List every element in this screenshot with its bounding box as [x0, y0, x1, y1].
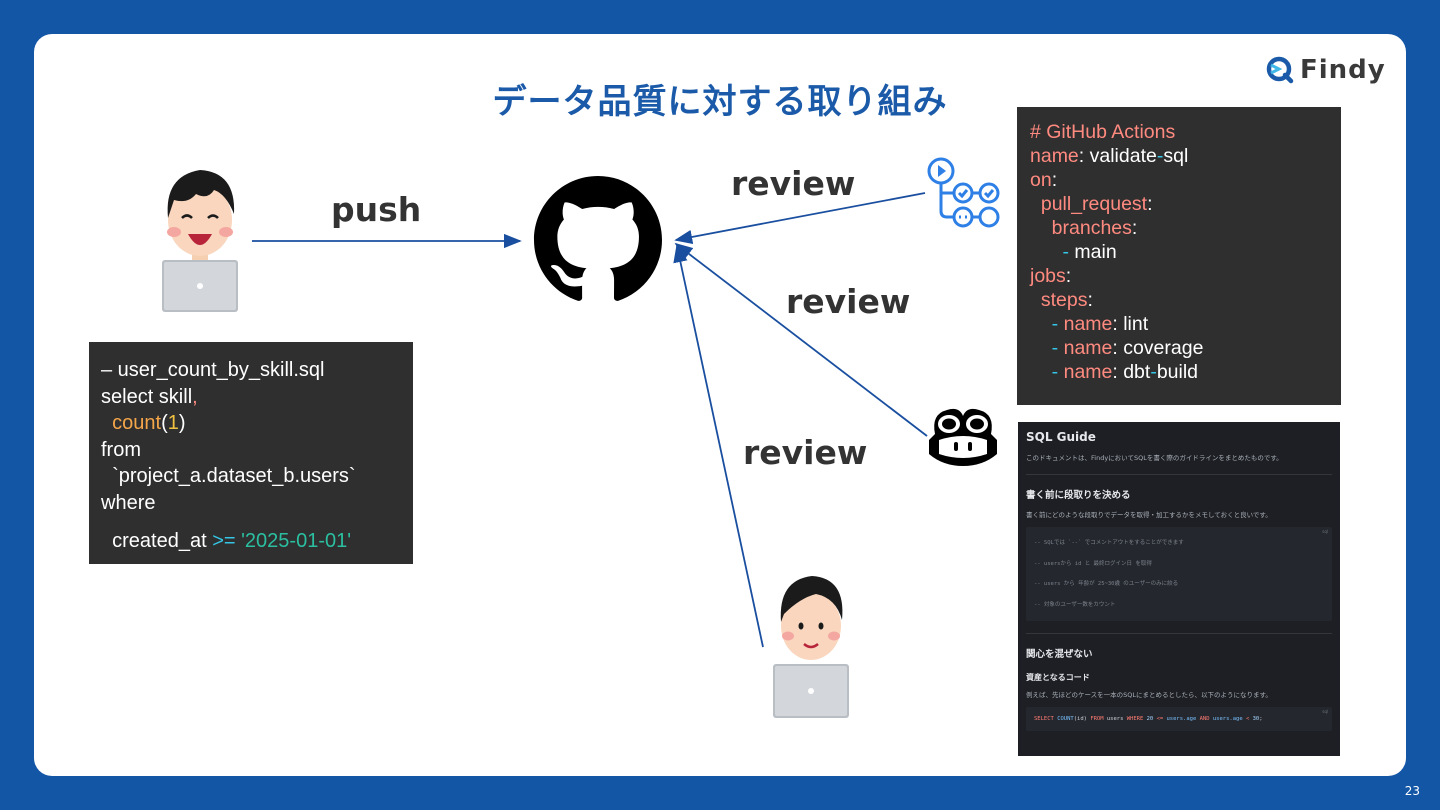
sql-line-comment: – user_count_by_skill.sql: [101, 359, 325, 381]
sql-line-from: from: [101, 438, 141, 461]
push-label: push: [331, 190, 422, 229]
yml-line-coverage: - name: coverage: [1051, 337, 1204, 359]
guide-divider: [1026, 633, 1332, 634]
guide-intro: このドキュメントは、FindyにおいてSQLを書く際のガイドラインをまとめたもの…: [1026, 454, 1283, 462]
github-actions-icon: [927, 157, 1000, 228]
review-label-human: review: [743, 433, 868, 472]
guide-code-block-1: sql -- SQLでは `--` でコメントアウトをすることができます -- …: [1026, 527, 1332, 621]
page-number: 23: [1404, 784, 1420, 798]
code-lang-tag: sql: [1322, 529, 1328, 534]
sql-guide-document: SQL Guide このドキュメントは、FindyにおいてSQLを書く際のガイド…: [1018, 422, 1340, 756]
yml-line-main: - main: [1062, 241, 1117, 263]
findy-logo-icon: [1266, 56, 1294, 84]
yml-line-name: name: validate-sql: [1030, 145, 1189, 167]
yml-line-dbt-build: - name: dbt-build: [1051, 361, 1199, 383]
guide-section1-text: 書く前にどのような段取りでデータを取得・加工するかをメモしておくと良いです。: [1026, 511, 1272, 519]
sql-line-select: select skill,: [101, 385, 198, 408]
sql-line-condition: created_at >= '2025-01-01': [101, 530, 352, 552]
review-label-copilot: review: [786, 282, 911, 321]
guide-section1-title: 書く前に段取りを決める: [1026, 490, 1131, 501]
sql-line-where: where: [101, 491, 156, 514]
guide-code-block-2: sql SELECT COUNT(id) FROM users WHERE 20…: [1026, 707, 1332, 731]
logo-text: Findy: [1300, 55, 1386, 85]
developer-icon: [162, 170, 238, 312]
findy-logo: Findy: [1266, 54, 1386, 86]
copilot-icon: [929, 408, 997, 466]
yml-comment: # GitHub Actions: [1030, 121, 1176, 143]
yml-line-lint: - name: lint: [1051, 313, 1149, 335]
yml-line-jobs: jobs:: [1030, 265, 1072, 287]
code1-line: -- usersから id と 最終ログイン日 を取得: [1034, 560, 1152, 567]
yml-line-on: on:: [1030, 169, 1058, 191]
slide-title: データ品質に対する取り組み: [492, 82, 948, 122]
code1-line: -- 対象のユーザー数をカウント: [1034, 601, 1116, 608]
code1-line: -- SQLでは `--` でコメントアウトをすることができます: [1034, 540, 1184, 546]
review-arrow-copilot: [674, 242, 928, 437]
guide-title: SQL Guide: [1026, 430, 1096, 444]
guide-section3-title: 資産となるコード: [1026, 673, 1090, 682]
sql-line-count: count(1): [112, 412, 186, 434]
reviewer-icon: [773, 576, 849, 718]
yml-line-branches: branches:: [1051, 217, 1138, 239]
guide-section3-text: 例えば、先ほどのケースを一本のSQLにまとめるとしたら、以下のようになります。: [1026, 691, 1272, 699]
code-lang-tag: sql: [1322, 709, 1328, 714]
yml-line-steps: steps:: [1040, 289, 1093, 311]
code2-line: SELECT COUNT(id) FROM users WHERE 20 <= …: [1034, 716, 1263, 722]
review-label-actions: review: [731, 164, 856, 203]
sql-line-table: `project_a.dataset_b.users`: [101, 465, 356, 487]
guide-section2-title: 関心を混ぜない: [1026, 649, 1093, 660]
guide-divider: [1026, 474, 1332, 475]
review-arrow-actions: [674, 192, 926, 245]
code1-line: -- users から 年齢が 25~30歳 のユーザーのみに絞る: [1034, 581, 1179, 587]
yml-line-pull-request: pull_request:: [1040, 193, 1153, 215]
review-arrow-human: [673, 244, 764, 648]
github-icon: [534, 176, 662, 301]
